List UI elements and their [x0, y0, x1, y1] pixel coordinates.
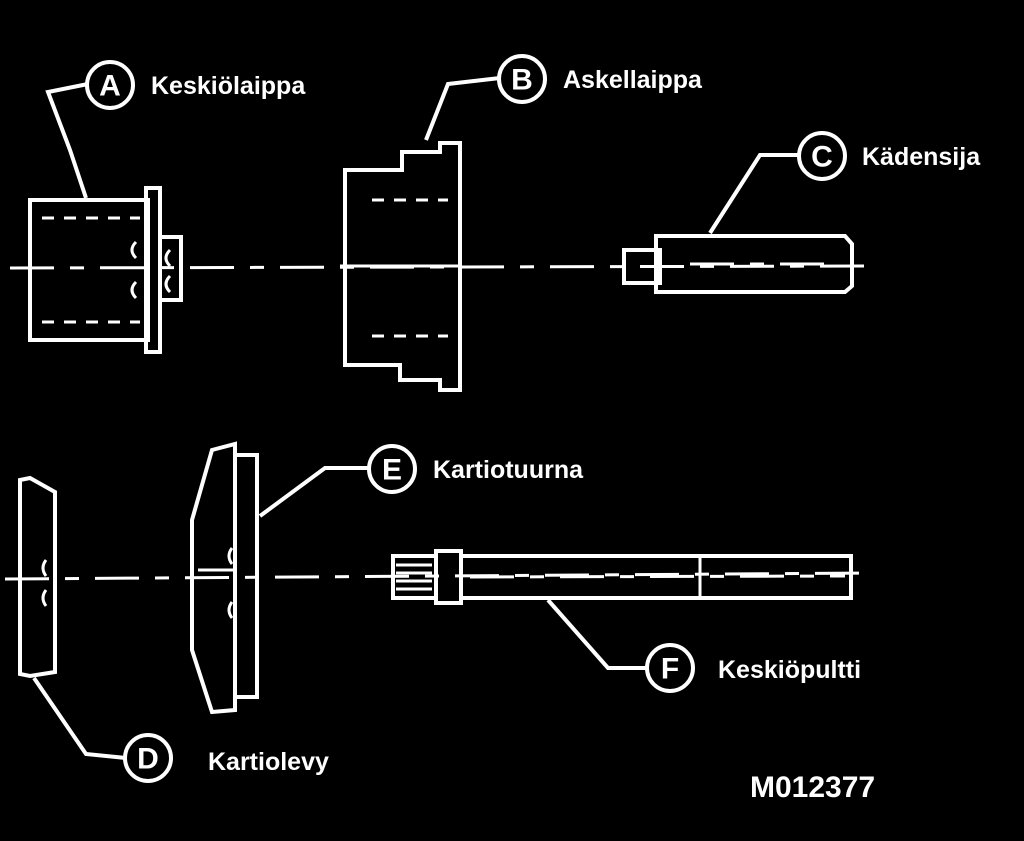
- callout-circle-a: [85, 60, 135, 110]
- label-kartiolevy: Kartiolevy: [208, 748, 329, 776]
- callout-circle-d: [123, 733, 173, 783]
- leader-lines: [32, 76, 800, 760]
- callout-e: E Kartiotuurna: [367, 444, 584, 494]
- callout-letter-e: E: [382, 454, 402, 487]
- callout-letter-b: B: [511, 64, 533, 97]
- label-askellaippa: Askellaippa: [563, 66, 703, 94]
- figure-code: M012377: [750, 771, 875, 804]
- callout-circle-f: [645, 643, 695, 693]
- label-keskiopultti: Keskiöpultti: [718, 656, 861, 684]
- callout-letter-f: F: [661, 653, 679, 686]
- callout-letter-c: C: [811, 141, 833, 174]
- callout-circle-e: [367, 444, 417, 494]
- callout-letter-d: D: [137, 743, 159, 776]
- callout-circle-b: [497, 54, 547, 104]
- callout-letter-a: A: [99, 70, 121, 103]
- part-f-center-bolt: [391, 549, 853, 605]
- part-e-cone-mandrel: [190, 441, 259, 715]
- part-c-handle: [622, 234, 854, 294]
- label-kartiotuurna: Kartiotuurna: [433, 456, 584, 484]
- callout-circle-c: [797, 131, 847, 181]
- label-keskiolaippa: Keskiölaippa: [151, 72, 306, 100]
- callout-b: B Askellaippa: [497, 54, 703, 104]
- label-kadensija: Kädensija: [862, 143, 981, 171]
- callout-a: A Keskiölaippa: [85, 60, 306, 110]
- callout-d: D Kartiolevy: [123, 733, 329, 783]
- part-b-step-flange: [340, 141, 462, 392]
- callout-c: C Kädensija: [797, 131, 981, 181]
- part-a-center-flange: [28, 186, 183, 354]
- callout-f: F Keskiöpultti: [645, 643, 861, 693]
- part-d-cone-plate: [18, 475, 57, 679]
